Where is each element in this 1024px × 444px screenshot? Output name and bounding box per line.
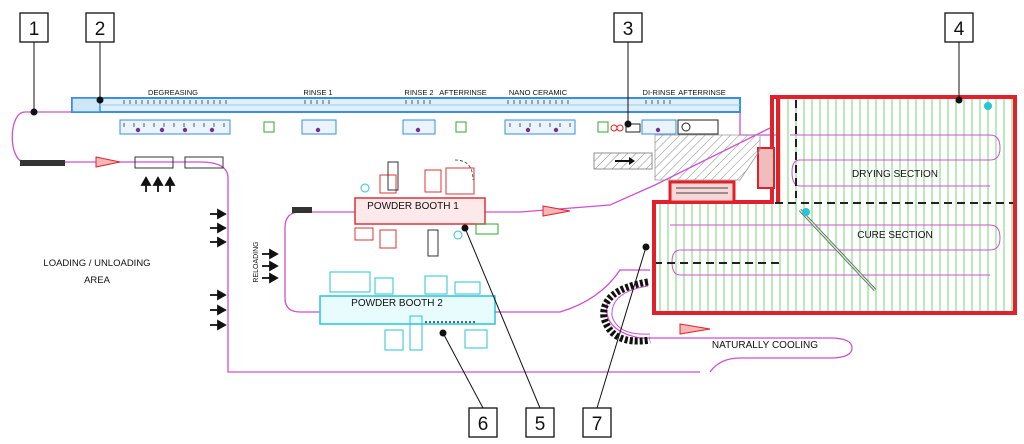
cooling-curve [600,278,651,345]
pretreatment-tunnel [71,97,741,135]
label-powder-booth-1: POWDER BOOTH 1 [367,201,459,212]
drive-units [20,156,711,335]
transfer-zone [593,134,761,181]
label-powder-booth-2: POWDER BOOTH 2 [351,298,443,309]
label-loading-unloading: LOADING / UNLOADING [43,258,150,269]
label-rinse-2: RINSE 2 [404,88,433,97]
svg-text:2: 2 [95,19,106,40]
label-loading-area: AREA [84,275,111,286]
svg-text:7: 7 [592,414,603,435]
svg-text:3: 3 [623,19,634,40]
direction-arrows [140,176,279,331]
callout-2: 2 [85,12,115,43]
section-labels: DEGREASING RINSE 1 RINSE 2 AFTERRINSE NA… [43,88,938,351]
callout-4: 4 [944,12,974,43]
svg-text:6: 6 [478,414,489,435]
callout-5: 5 [525,407,555,438]
label-di-rinse: DI-RINSE [643,88,676,97]
buffer-frames [134,156,224,169]
powder-booth-1 [354,159,499,257]
label-nano-ceramic: NANO CERAMIC [509,88,568,97]
label-naturally-cooling: NATURALLY COOLING [712,340,818,351]
label-rinse-1: RINSE 1 [303,88,332,97]
label-drying-section: DRYING SECTION [852,169,938,180]
callout-7: 7 [582,407,612,438]
callout-3: 3 [613,12,643,43]
oven [652,95,1017,315]
callout-leaders [30,42,963,409]
label-cure-section: CURE SECTION [857,230,933,241]
svg-text:4: 4 [954,19,965,40]
label-degreasing: DEGREASING [148,88,198,97]
svg-text:1: 1 [29,19,40,40]
label-afterrinse-1: AFTERRINSE [439,88,487,97]
label-afterrinse-2: AFTERRINSE [678,88,726,97]
callout-1: 1 [19,12,49,43]
svg-text:5: 5 [535,414,546,435]
powder-booth-2 [319,271,496,351]
label-reloading: RELOADING [253,241,260,282]
callout-6: 6 [468,407,498,438]
